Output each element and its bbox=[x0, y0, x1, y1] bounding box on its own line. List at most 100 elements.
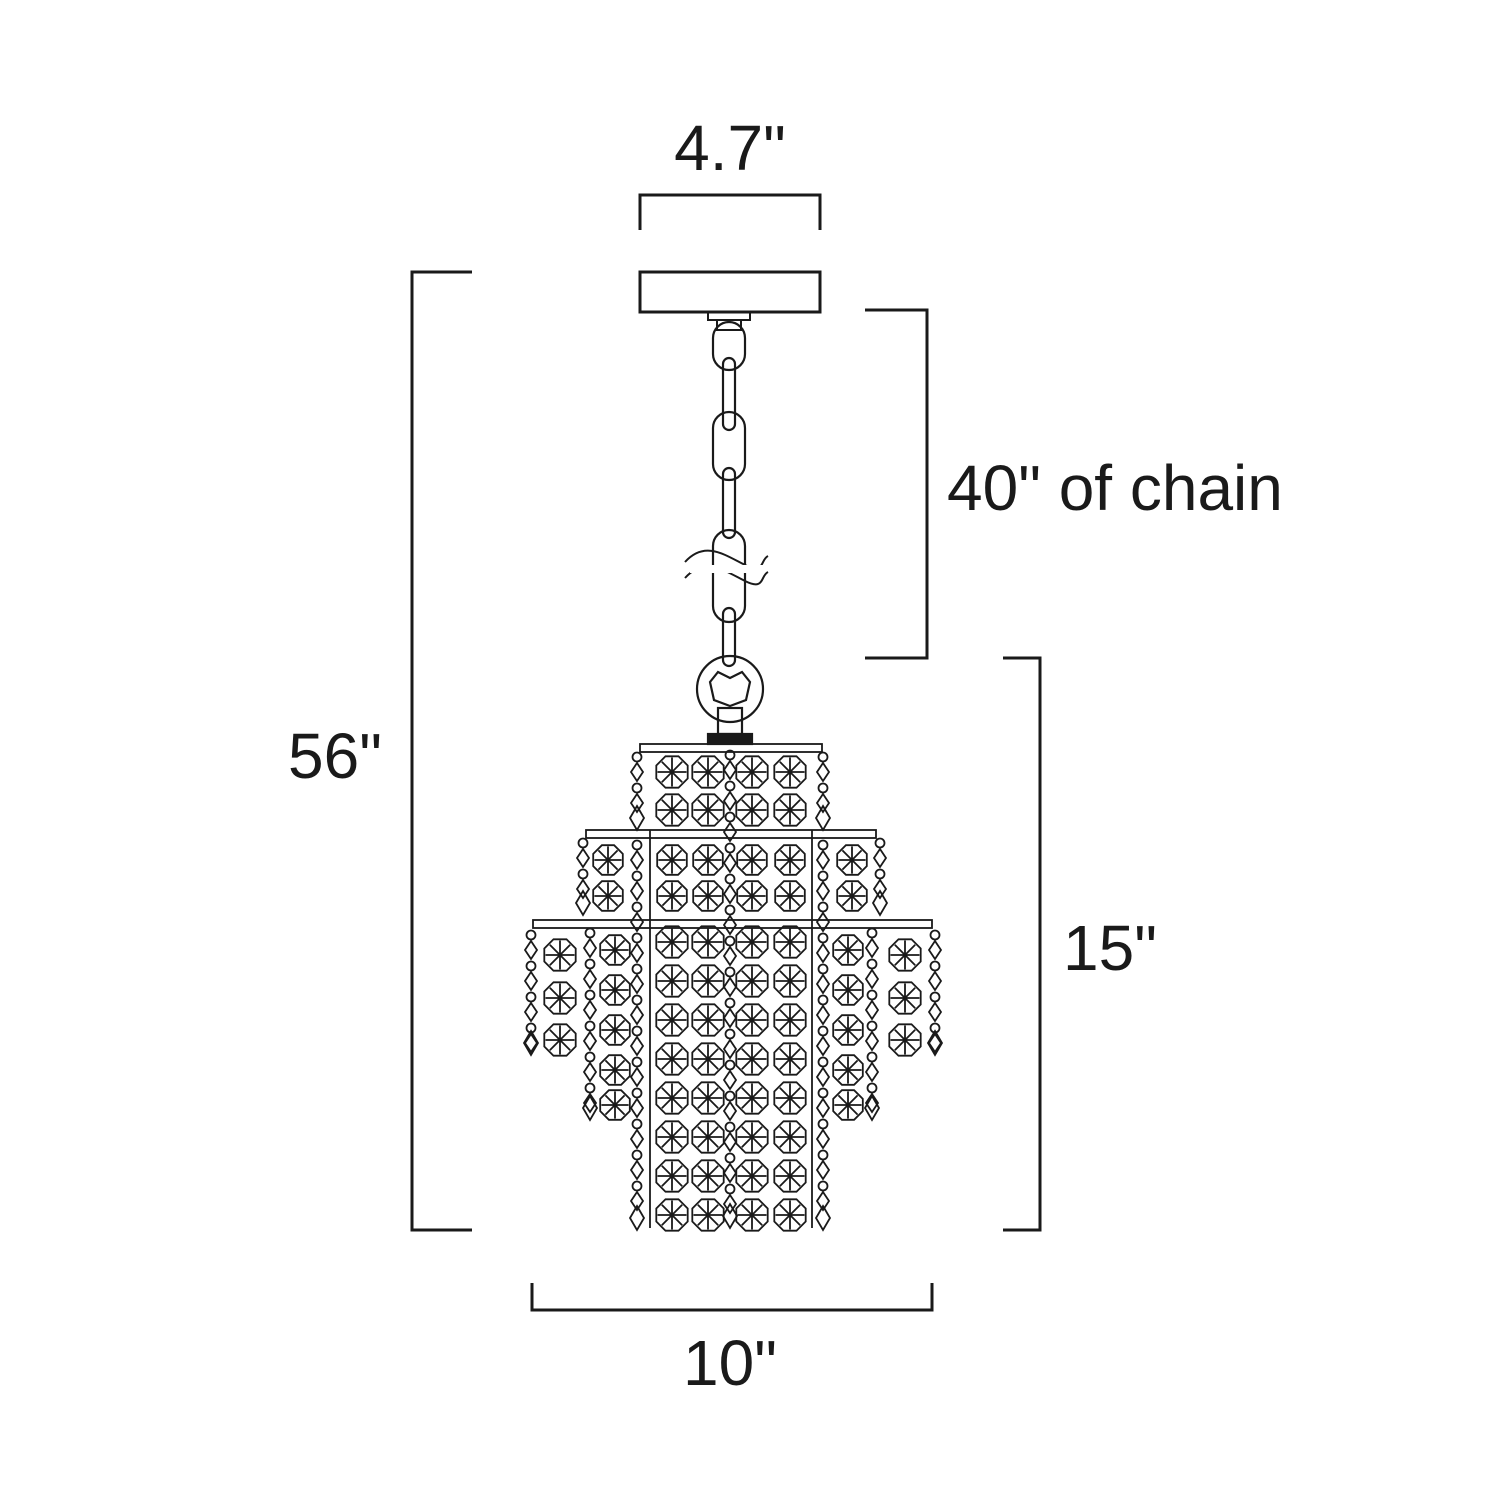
crystal-diamond bbox=[927, 1032, 943, 1054]
crystal-prism-drop bbox=[926, 1029, 944, 1057]
octagon-crystal bbox=[656, 844, 688, 876]
octagon-crystal bbox=[656, 880, 688, 912]
crystal-diamond bbox=[815, 761, 831, 783]
crystal-facets bbox=[737, 757, 767, 787]
crystal-facets bbox=[658, 846, 686, 874]
crystal-bead bbox=[817, 1025, 829, 1037]
crystal-bead bbox=[584, 958, 596, 970]
crystal-facets bbox=[545, 940, 575, 970]
crystal-facets bbox=[694, 846, 722, 874]
chain-break-symbol bbox=[684, 549, 769, 570]
crystal-diamond bbox=[927, 939, 943, 961]
crystal-bead bbox=[724, 997, 736, 1009]
crystal-facets bbox=[693, 757, 723, 787]
crystal-bead bbox=[866, 958, 878, 970]
crystal-diamond bbox=[815, 1035, 831, 1057]
crystal-facets bbox=[775, 1200, 805, 1230]
crystal-diamond bbox=[629, 1128, 645, 1150]
chain bbox=[711, 320, 747, 668]
crystal-prism-drop bbox=[814, 804, 832, 832]
crystal-facets bbox=[545, 1025, 575, 1055]
octagon-crystal bbox=[773, 1081, 807, 1115]
crystal-diamond bbox=[815, 849, 831, 871]
crystal-facets bbox=[657, 1005, 687, 1035]
crystal-facets bbox=[693, 1044, 723, 1074]
crystal-bead bbox=[817, 1180, 829, 1192]
crystal-bead bbox=[631, 839, 643, 851]
crystal-bead bbox=[631, 1118, 643, 1130]
crystal-facets bbox=[775, 966, 805, 996]
octagon-crystal bbox=[832, 934, 864, 966]
crystal-facets bbox=[775, 927, 805, 957]
crystal-facets bbox=[693, 927, 723, 957]
crystal-diamond bbox=[815, 1128, 831, 1150]
crystal-diamond bbox=[815, 942, 831, 964]
crystal-diamond bbox=[582, 1092, 598, 1114]
octagon-crystal bbox=[888, 938, 922, 972]
crystal-facets bbox=[775, 1161, 805, 1191]
octagon-crystal bbox=[655, 1042, 689, 1076]
crystal-bead bbox=[817, 1118, 829, 1130]
fixture-width-label: 10" bbox=[683, 1327, 777, 1399]
crystal-facets bbox=[737, 1044, 767, 1074]
crystal-facets bbox=[737, 1200, 767, 1230]
crystal-diamond bbox=[722, 1131, 738, 1153]
crystal-facets bbox=[594, 846, 622, 874]
crystal-facets bbox=[775, 757, 805, 787]
crystal-facets bbox=[890, 1025, 920, 1055]
crystal-facets bbox=[834, 1016, 862, 1044]
crystal-bead bbox=[724, 873, 736, 885]
octagon-crystal bbox=[832, 1014, 864, 1046]
crystal-facets bbox=[834, 1091, 862, 1119]
octagon-crystal bbox=[691, 793, 725, 827]
crystal-prism-drop bbox=[863, 1094, 881, 1122]
octagon-crystal bbox=[735, 1081, 769, 1115]
crystal-diamond bbox=[629, 973, 645, 995]
crystal-bead bbox=[525, 991, 537, 1003]
crystal-bead bbox=[584, 927, 596, 939]
octagon-crystal bbox=[691, 1081, 725, 1115]
octagon-crystal bbox=[773, 1159, 807, 1193]
octagon-crystal bbox=[655, 1081, 689, 1115]
octagon-crystal bbox=[735, 1159, 769, 1193]
octagon-crystal bbox=[543, 981, 577, 1015]
crystal-prism-drop bbox=[574, 889, 592, 917]
octagon-crystal bbox=[736, 844, 768, 876]
crystal-facets bbox=[657, 1044, 687, 1074]
tier-ring bbox=[639, 743, 823, 753]
tier-ring bbox=[585, 829, 877, 839]
crystal-facets bbox=[657, 1200, 687, 1230]
crystal-diamond bbox=[815, 880, 831, 902]
octagon-crystal bbox=[691, 925, 725, 959]
crystal-bead bbox=[631, 994, 643, 1006]
crystal-bead bbox=[866, 1082, 878, 1094]
octagon-crystal bbox=[773, 793, 807, 827]
crystal-facets bbox=[890, 983, 920, 1013]
crystal-bead bbox=[817, 782, 829, 794]
octagon-crystal bbox=[655, 1198, 689, 1232]
octagon-crystal bbox=[773, 1003, 807, 1037]
crystal-bead bbox=[724, 1059, 736, 1071]
crystal-diamond bbox=[864, 1030, 880, 1052]
crystal-bead bbox=[584, 1082, 596, 1094]
crystal-facets bbox=[657, 795, 687, 825]
crystal-diamond bbox=[872, 847, 888, 869]
crystal-facets bbox=[738, 846, 766, 874]
crystal-bead bbox=[817, 963, 829, 975]
canopy-hook bbox=[707, 311, 751, 331]
octagon-crystal bbox=[692, 880, 724, 912]
crystal-diamond bbox=[815, 1190, 831, 1212]
crystal-facets bbox=[545, 983, 575, 1013]
octagon-crystal bbox=[735, 793, 769, 827]
crystal-diamond bbox=[582, 999, 598, 1021]
crystal-bead bbox=[866, 989, 878, 1001]
crystal-bead bbox=[817, 751, 829, 763]
crystal-facets bbox=[601, 1016, 629, 1044]
crystal-facets bbox=[601, 936, 629, 964]
octagon-crystal bbox=[888, 1023, 922, 1057]
crystal-bead bbox=[584, 989, 596, 1001]
octagon-crystal bbox=[691, 1042, 725, 1076]
crystal-diamond bbox=[629, 1066, 645, 1088]
crystal-facets bbox=[737, 966, 767, 996]
